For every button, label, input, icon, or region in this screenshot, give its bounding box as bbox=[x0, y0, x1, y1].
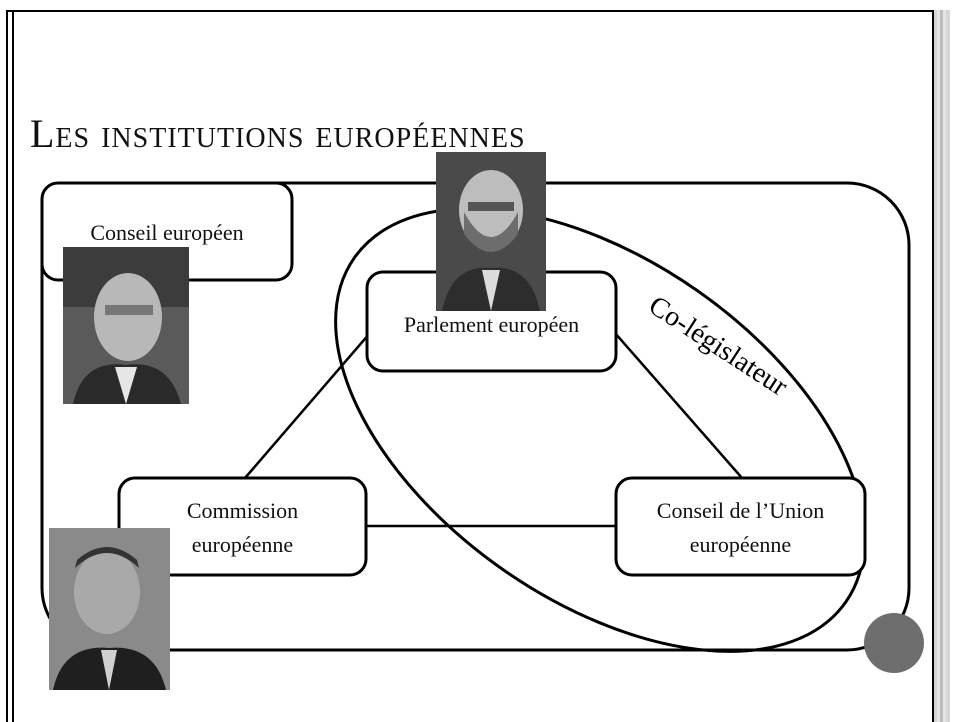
slide-frame-left bbox=[6, 10, 14, 722]
council-eu-label-line1: Conseil de l’Union bbox=[656, 498, 825, 523]
co-legislator-ellipse bbox=[334, 207, 866, 653]
commission-label-line1: Commission bbox=[186, 498, 299, 523]
slide-frame-right-pattern bbox=[937, 10, 946, 722]
accent-circle bbox=[864, 613, 924, 673]
commission-label-line2: européenne bbox=[191, 532, 294, 557]
council-eu-label-line2: européenne bbox=[689, 532, 792, 557]
european-council-president-photo bbox=[63, 247, 189, 404]
link-parliament-council bbox=[614, 332, 743, 479]
council-eu-box bbox=[614, 476, 867, 577]
european-council-label: Conseil européen bbox=[90, 220, 244, 245]
commission-box bbox=[117, 476, 368, 577]
link-parliament-commission bbox=[244, 332, 371, 479]
commission-president-photo bbox=[49, 528, 170, 690]
parliament-president-photo bbox=[436, 152, 546, 311]
parliament-label: Parlement européen bbox=[403, 312, 580, 337]
slide-title: Les institutions européennes bbox=[30, 111, 526, 156]
slide-frame-top bbox=[6, 10, 948, 12]
